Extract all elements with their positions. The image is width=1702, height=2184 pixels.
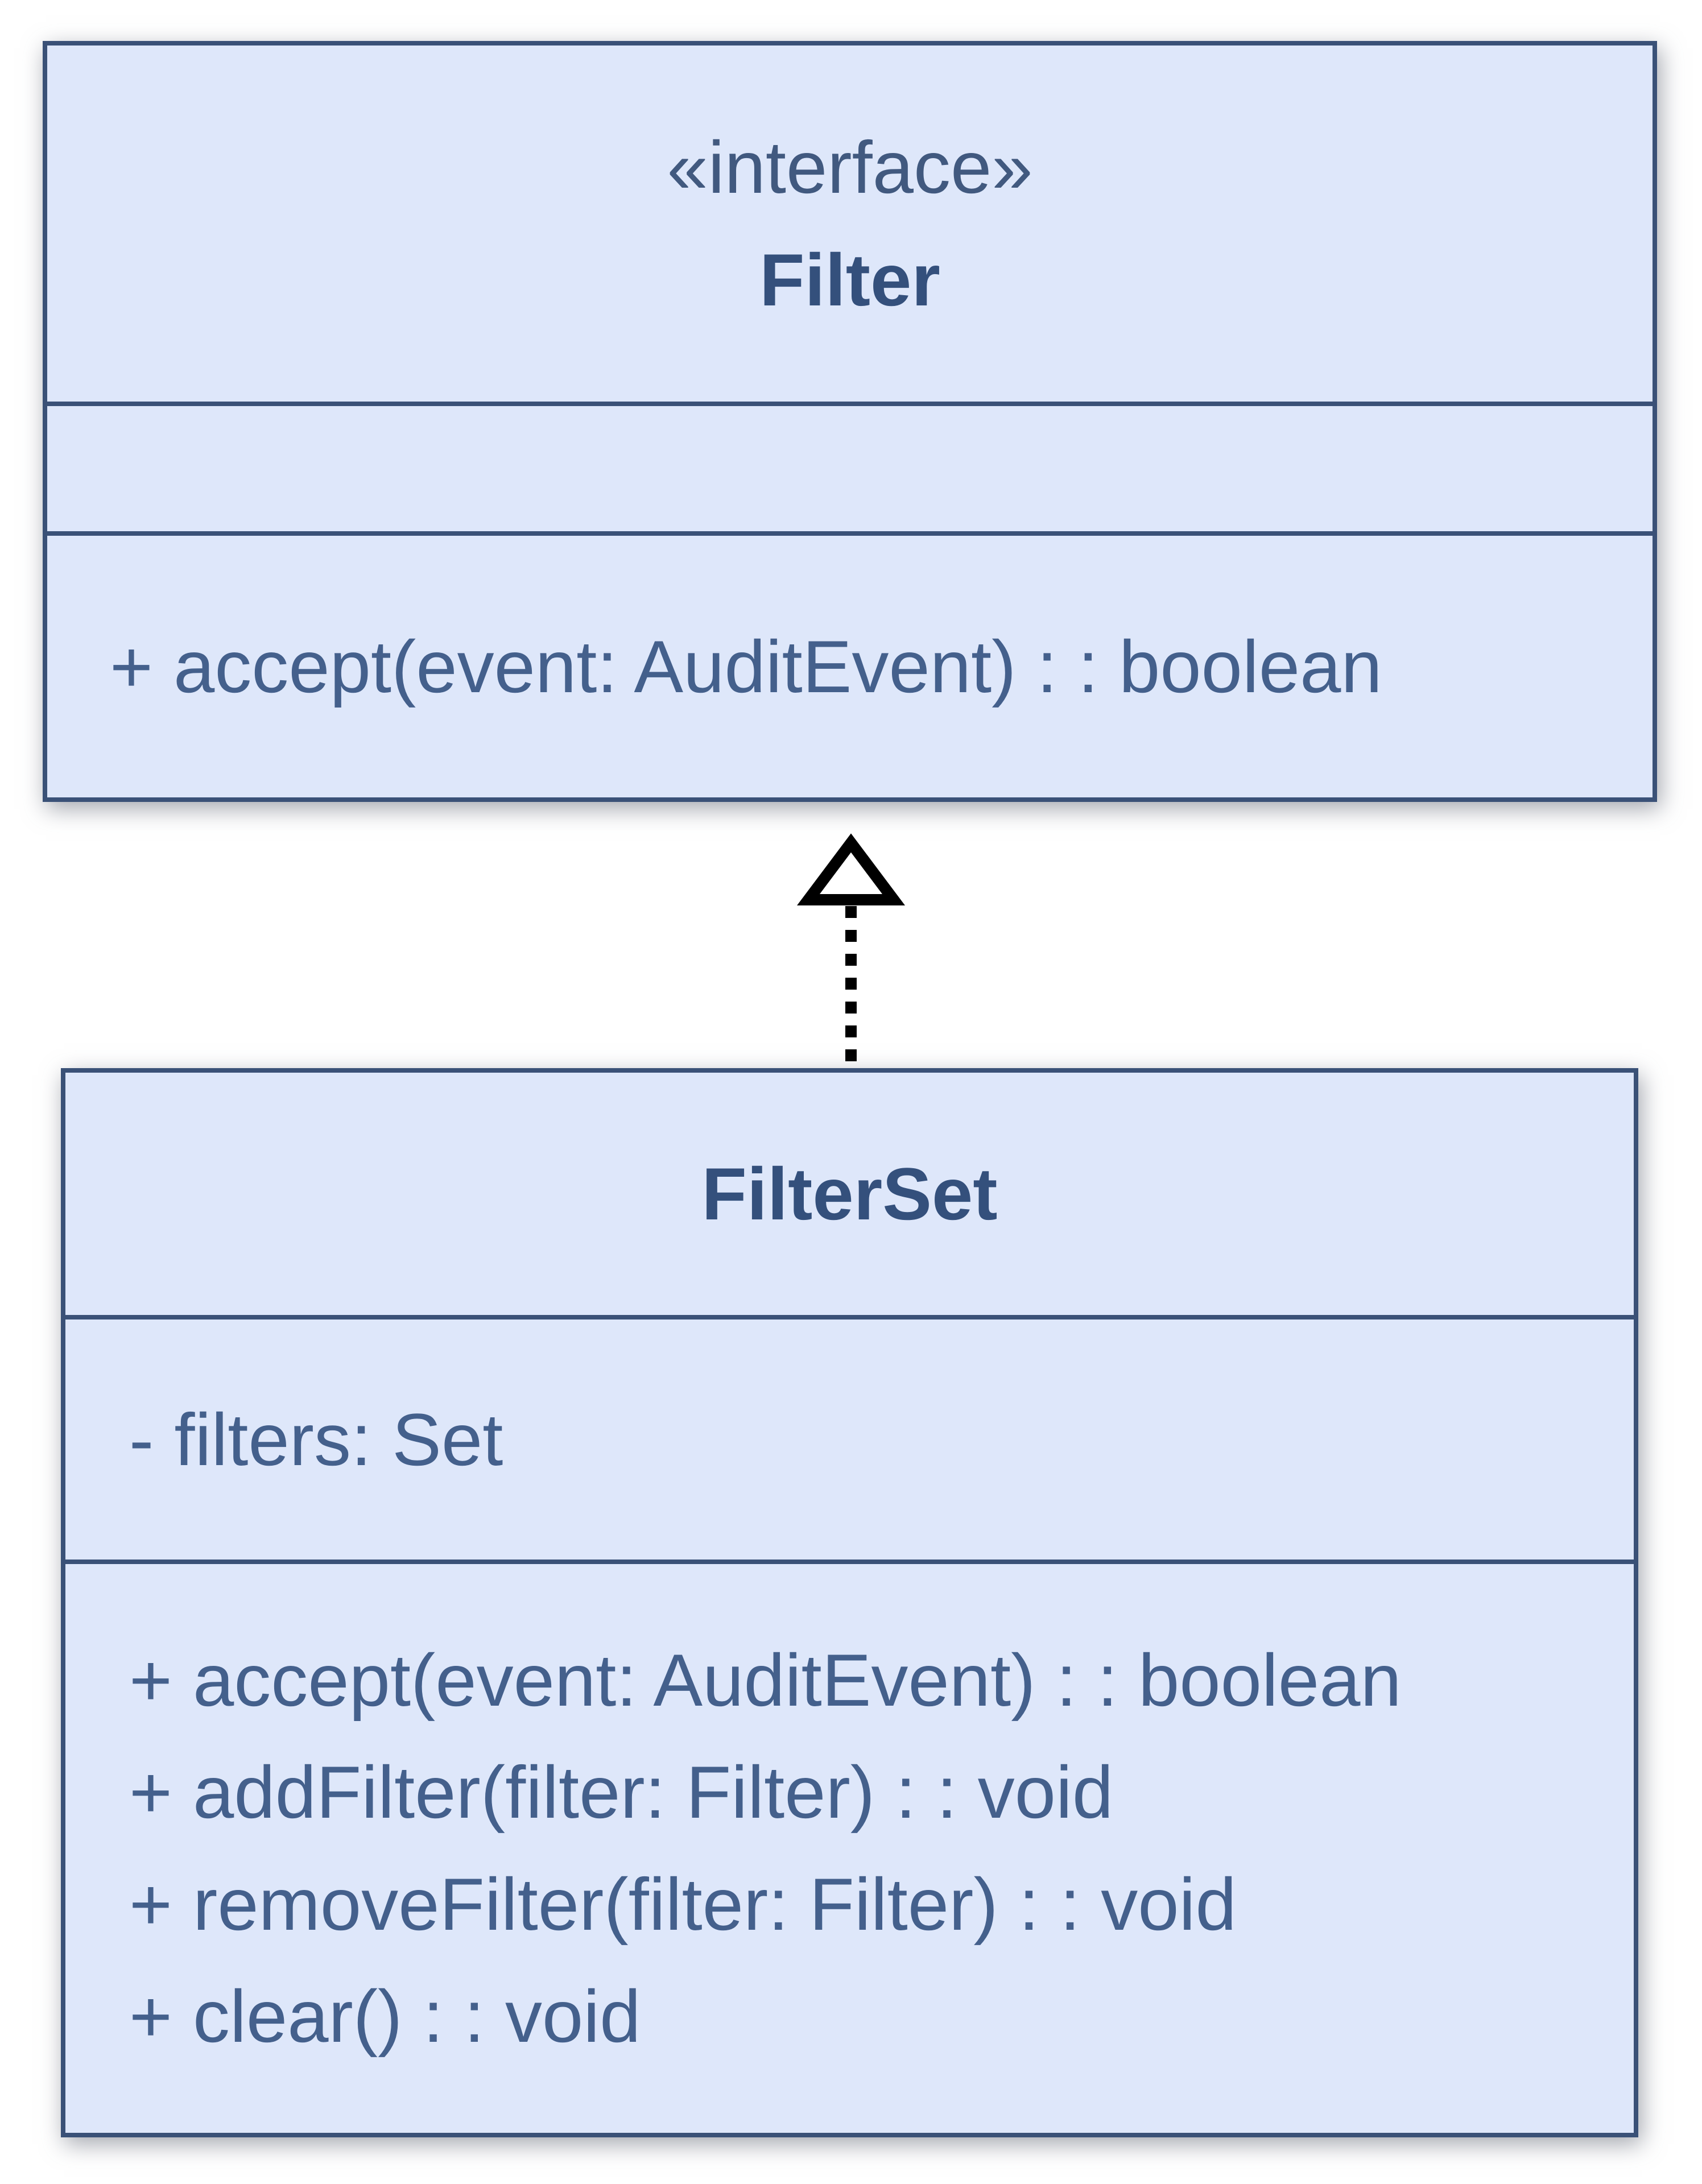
filter-header-section: «interface» Filter (47, 46, 1653, 402)
filterset-attributes-section: - filters: Set (65, 1315, 1634, 1560)
filterset-header-section: FilterSet (65, 1073, 1634, 1315)
filterset-method-clear: + clear() : : void (129, 1975, 641, 2058)
filter-methods-section: + accept(event: AuditEvent) : : boolean (47, 531, 1653, 797)
filter-stereotype: «interface» (667, 126, 1033, 209)
filter-class-name: Filter (759, 238, 940, 321)
filter-method-accept: + accept(event: AuditEvent) : : boolean (110, 624, 1382, 708)
filterset-method-accept: + accept(event: AuditEvent) : : boolean (129, 1639, 1402, 1722)
filterset-attribute-filters: - filters: Set (129, 1397, 503, 1481)
hollow-triangle-arrowhead-icon (797, 833, 905, 905)
realization-arrow (797, 833, 905, 1068)
filterset-methods-section: + accept(event: AuditEvent) : : boolean … (65, 1560, 1634, 2133)
uml-class-filter: «interface» Filter + accept(event: Audit… (43, 41, 1657, 802)
filter-attributes-section (47, 402, 1653, 531)
filterset-method-addfilter: + addFilter(filter: Filter) : : void (129, 1751, 1114, 1834)
uml-class-filterset: FilterSet - filters: Set + accept(event:… (61, 1068, 1638, 2137)
filterset-method-removefilter: + removeFilter(filter: Filter) : : void (129, 1863, 1237, 1946)
filterset-class-name: FilterSet (701, 1152, 998, 1235)
